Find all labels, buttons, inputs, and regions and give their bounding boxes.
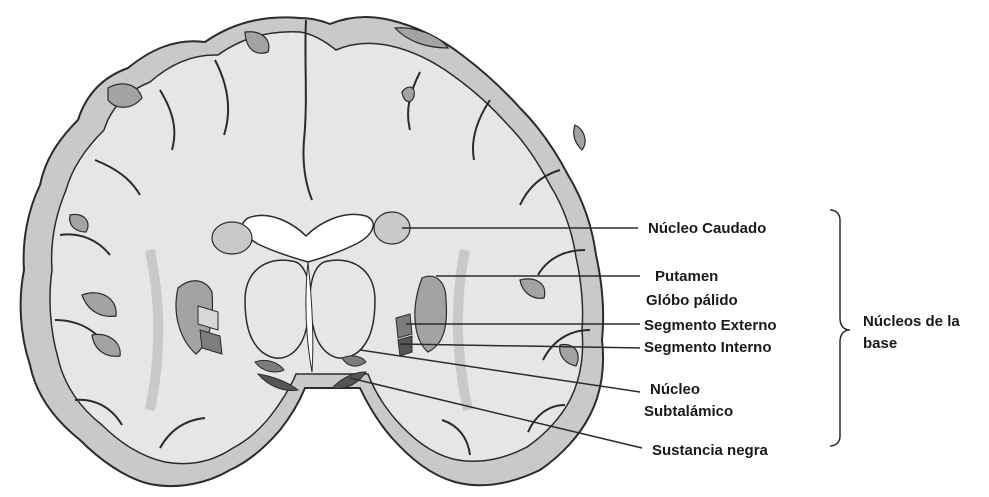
- label-caudate-nucleus: Núcleo Caudado: [648, 220, 766, 237]
- brain-coronal-section: [21, 17, 604, 486]
- globus-pallidus-internal-right: [398, 336, 412, 356]
- thalamus: [310, 260, 375, 358]
- globus-pallidus-external-right: [396, 314, 412, 338]
- label-internal-segment: Segmento Interno: [644, 339, 772, 356]
- label-external-segment: Segmento Externo: [644, 317, 777, 334]
- group-bracket: [830, 210, 850, 446]
- label-subthalamic-line2: Subtalámico: [644, 403, 733, 420]
- label-putamen: Putamen: [655, 268, 718, 285]
- thalamus: [245, 260, 310, 358]
- label-group-line1: Núcleos de la: [863, 313, 960, 330]
- caudate-left: [212, 222, 252, 254]
- label-subthalamic-line1: Núcleo: [650, 381, 700, 398]
- label-group-line2: base: [863, 335, 897, 352]
- cortex-pocket: [574, 125, 585, 150]
- label-globus-pallidus: Glóbo pálido: [646, 292, 738, 309]
- label-substantia-nigra: Sustancia negra: [652, 442, 769, 459]
